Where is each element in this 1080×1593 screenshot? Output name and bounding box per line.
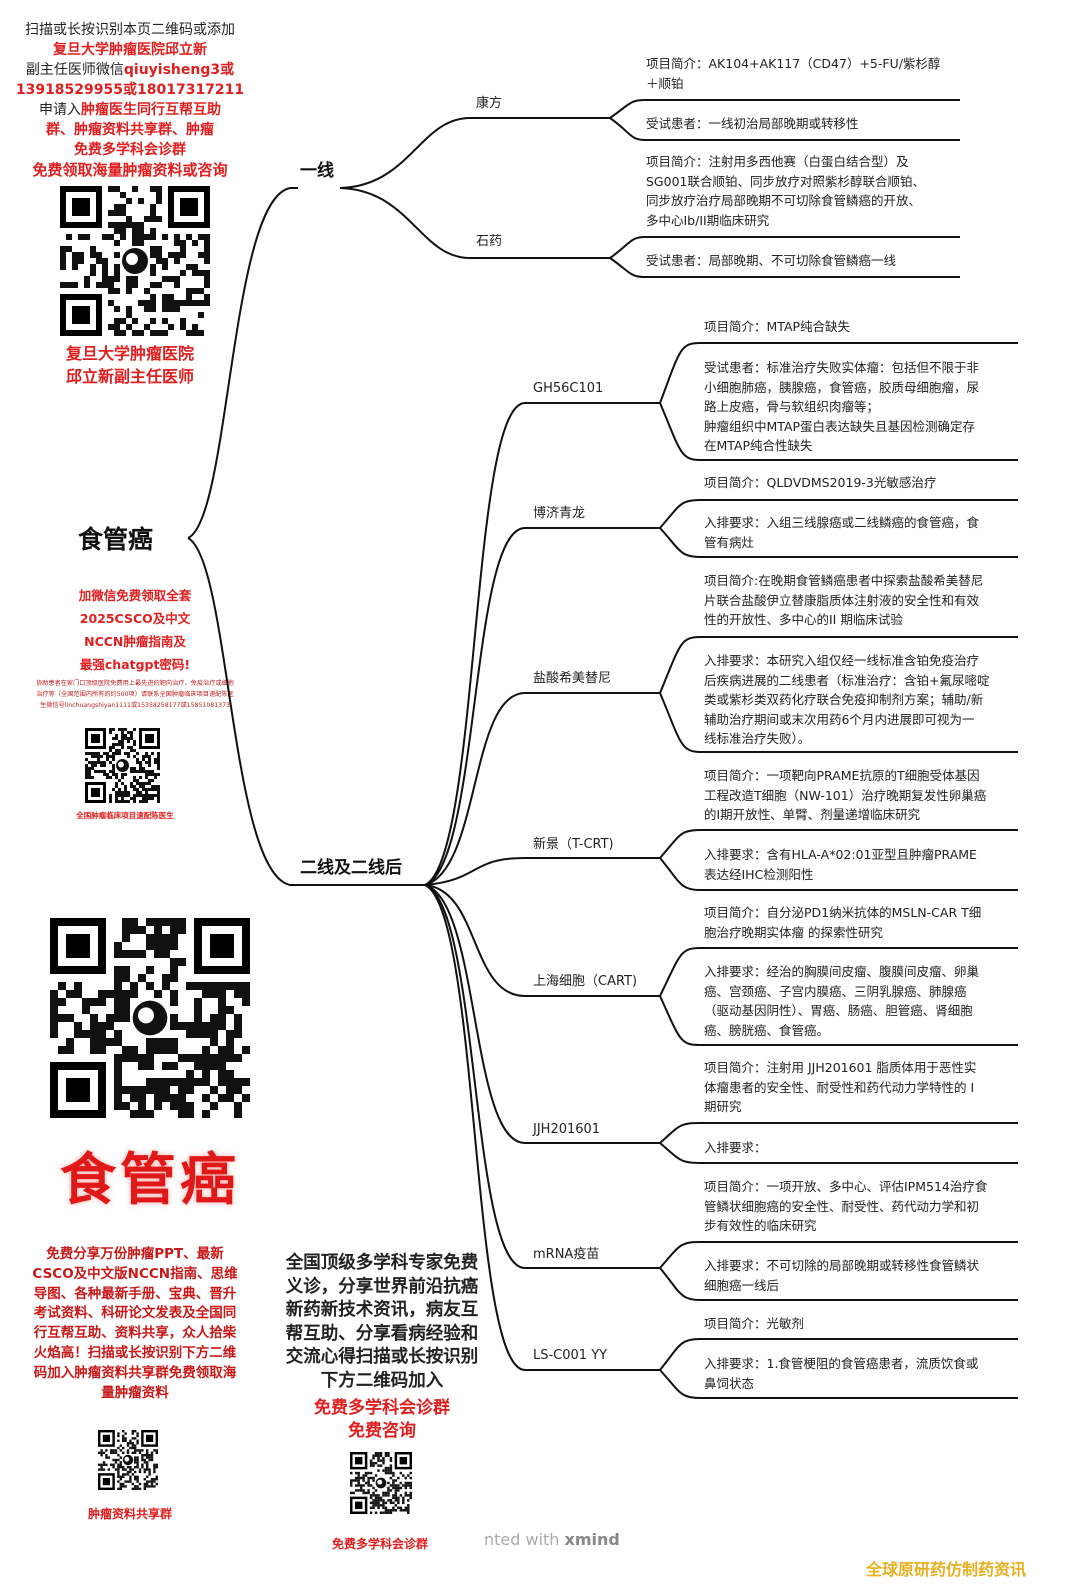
qr-code-resource-group[interactable]	[98, 1430, 158, 1490]
qr-code-clinical-trial[interactable]	[85, 728, 160, 803]
edge-yansuan-l9	[659, 636, 1018, 694]
leaf-gh56-intro[interactable]: 项目简介：MTAP纯合缺失	[704, 319, 851, 334]
topic-ximeitini[interactable]: 盐酸希美替尼	[533, 671, 612, 686]
promo-consult-paragraph: 全国顶级多学科专家免费义诊，分享世界前沿抗癌新药新技术资讯，病友互帮互助、分享看…	[285, 1253, 479, 1391]
edge-root-line1	[187, 187, 298, 539]
promo-line: 复旦大学肿瘤医院邱立新	[53, 42, 207, 58]
source-watermark: 全球原研药仿制药资讯	[866, 1560, 1027, 1579]
edge-boji-l7	[659, 499, 1018, 529]
qr-pattern-icon	[350, 1452, 412, 1514]
qr-caption-mdt: 免费多学科会诊群	[331, 1537, 428, 1551]
edge-xinjing-l12	[659, 857, 1018, 891]
leaf-mrna-criteria[interactable]: 入排要求：不可切除的局部晚期或转移性食管鳞状细胞癌一线后	[704, 1258, 980, 1293]
promo-line: 免费多学科会诊群	[74, 142, 186, 158]
leaf-shiyao-patients[interactable]: 受试患者：局部晚期、不可切除食管鳞癌一线	[646, 253, 897, 268]
leaf-boji-criteria[interactable]: 入排要求：入组三线腺癌或二线鳞癌的食管癌，食管有病灶	[704, 515, 980, 550]
promo-line: 申请入肿瘤医生同行互帮互助	[39, 102, 221, 118]
qr-code-mdt[interactable]	[350, 1452, 412, 1514]
promo-small-print: 协助患者在家门口顶级医院免费用上最先进的靶向治疗、免疫治疗或细胞治疗等（全国范围…	[36, 680, 234, 709]
edge-line2-boji	[424, 527, 660, 886]
qr-pattern-icon	[60, 186, 210, 336]
edge-line2-gh56	[424, 402, 660, 886]
qr-code-doctor[interactable]	[60, 186, 210, 336]
mindmap-branch-first-line[interactable]: 一线	[300, 161, 334, 181]
leaf-gh56-patients[interactable]: 受试患者：标准治疗失败实体瘤：包括但不限于非小细胞肺癌，胰腺癌，食管癌，胶质母细…	[704, 360, 980, 453]
topic-shanghai-cart[interactable]: 上海细胞（CART)	[533, 974, 638, 989]
qr-pattern-icon	[98, 1430, 158, 1490]
promo-contact-text: 扫描或长按识别本页二维码或添加复旦大学肿瘤医院邱立新副主任医师微信qiuyish…	[10, 20, 250, 180]
edge-shiyao-l4	[609, 257, 960, 278]
qr-pattern-icon	[85, 728, 160, 803]
edge-line2-jjh	[424, 884, 660, 1144]
edge-line1-shiyao	[339, 187, 610, 259]
edge-line1-kangfang	[339, 117, 610, 189]
edge-boji-l8	[659, 527, 1018, 558]
edge-root-line2	[187, 537, 425, 886]
qr-caption-doctor: 复旦大学肿瘤医院 邱立新副主任医师	[65, 344, 194, 386]
promo-line: 副主任医师微信qiuyisheng3或	[25, 62, 235, 78]
topic-bojiqinglong[interactable]: 博济青龙	[533, 506, 586, 521]
leaf-ximeitini-intro[interactable]: 项目简介:在晚期食管鳞癌患者中探索盐酸希美替尼片联合盐酸伊立替康脂质体注射液的安…	[704, 573, 984, 627]
edge-shanghai-l13	[659, 947, 1018, 997]
leaf-ls-intro[interactable]: 项目简介：光敏剂	[704, 1316, 805, 1331]
topic-jjh201601[interactable]: JJH201601	[533, 1122, 601, 1137]
edge-jjh-l16	[659, 1142, 1018, 1164]
cta-free-consult: 免费咨询	[348, 1421, 416, 1441]
edge-yansuan-l10	[659, 692, 1018, 753]
qr-caption-clinical: 全国肿瘤临床项目速配陈医生	[76, 811, 174, 820]
edge-gh56-l5	[659, 342, 1018, 404]
edge-line2-yansuan	[424, 692, 660, 886]
edge-line2-mrna	[424, 884, 660, 1269]
leaf-ximeitini-criteria[interactable]: 入排要求：本研究入组仅经一线标准含铂免疫治疗后疾病进展的二线患者（标准治疗：含铂…	[704, 653, 990, 746]
big-red-title: 食管癌	[60, 1148, 240, 1213]
leaf-jjh-criteria[interactable]: 入排要求：	[704, 1140, 767, 1155]
promo-line: 群、肿瘤资料共享群、肿瘤	[46, 122, 214, 138]
leaf-kangfang-intro[interactable]: 项目简介：AK104+AK117（CD47）+5-FU/紫杉醇＋顺铂	[646, 56, 941, 91]
edge-shanghai-l14	[659, 995, 1018, 1046]
edge-kangfang-l2	[609, 117, 960, 141]
leaf-jjh-intro[interactable]: 项目简介：注射用 JJH201601 脂质体用于恶性实体瘤患者的安全性、耐受性和…	[704, 1060, 977, 1114]
edge-shiyao-l3	[609, 236, 960, 259]
promo-line: 13918529955或18017317211	[15, 82, 245, 98]
edge-line2-ls	[424, 884, 660, 1371]
topic-gh56c101[interactable]: GH56C101	[533, 381, 604, 396]
mindmap-branch-second-line[interactable]: 二线及二线后	[300, 858, 402, 878]
topic-xinjing-tcrt[interactable]: 新景（T-CRT)	[533, 837, 614, 852]
leaf-shanghai-criteria[interactable]: 入排要求：经治的胸膜间皮瘤、腹膜间皮瘤、卵巢癌、宫颈癌、子宫内膜癌、三阴乳腺癌、…	[704, 964, 980, 1038]
leaf-ls-criteria[interactable]: 入排要求：1.食管梗阻的食管癌患者，流质饮食或鼻饲状态	[704, 1356, 979, 1391]
leaf-boji-intro[interactable]: 项目简介：QLDVDMS2019-3光敏感治疗	[704, 475, 937, 490]
promo-guidelines-text: 加微信免费领取全套 2025CSCO及中文 NCCN肿瘤指南及 最强chatgp…	[36, 588, 234, 709]
topic-shiyao[interactable]: 石药	[476, 234, 503, 249]
edge-line2-shanghai	[424, 884, 660, 997]
edge-kangfang-l1	[609, 99, 960, 119]
leaf-kangfang-patients[interactable]: 受试患者：一线初治局部晚期或转移性	[646, 116, 859, 131]
qr-caption-resource: 肿瘤资料共享群	[87, 1507, 172, 1521]
leaf-xinjing-intro[interactable]: 项目简介：一项靶向PRAME抗原的T细胞受体基因工程改造T细胞（NW-101）治…	[704, 768, 987, 822]
topic-mrna-vaccine[interactable]: mRNA疫苗	[533, 1247, 600, 1262]
promo-share-paragraph: 免费分享万份肿瘤PPT、最新CSCO及中文版NCCN指南、思维导图、各种最新手册…	[32, 1246, 238, 1401]
edge-jjh-l15	[659, 1122, 1018, 1144]
edge-ls-l20	[659, 1369, 1018, 1399]
edge-line2-xinjing	[424, 857, 660, 886]
topic-ls-c001yy[interactable]: LS-C001 YY	[533, 1348, 608, 1363]
topic-kangfang[interactable]: 康方	[476, 96, 503, 111]
mindmap-root-topic[interactable]: 食管癌	[78, 525, 154, 554]
promo-line: 免费领取海量肿瘤资料或咨询	[32, 161, 228, 179]
leaf-mrna-intro[interactable]: 项目简介：一项开放、多中心、评估IPM514治疗食管鳞状细胞癌的安全性、耐受性、…	[704, 1179, 988, 1233]
promo-line: 扫描或长按识别本页二维码或添加	[25, 22, 235, 38]
edge-gh56-l6	[659, 402, 1018, 461]
edge-ls-l19	[659, 1338, 1018, 1371]
xmind-watermark: nted with xmind	[484, 1530, 620, 1549]
qr-pattern-icon	[50, 918, 250, 1118]
edge-mrna-l18	[659, 1267, 1018, 1301]
edge-xinjing-l11	[659, 829, 1018, 859]
leaf-shanghai-intro[interactable]: 项目简介：自分泌PD1纳米抗体的MSLN-CAR T细胞治疗晚期实体瘤 的探索性…	[704, 905, 982, 940]
cta-mdt-group: 免费多学科会诊群	[314, 1398, 450, 1418]
qr-code-large[interactable]	[50, 918, 250, 1118]
edge-mrna-l17	[659, 1241, 1018, 1269]
